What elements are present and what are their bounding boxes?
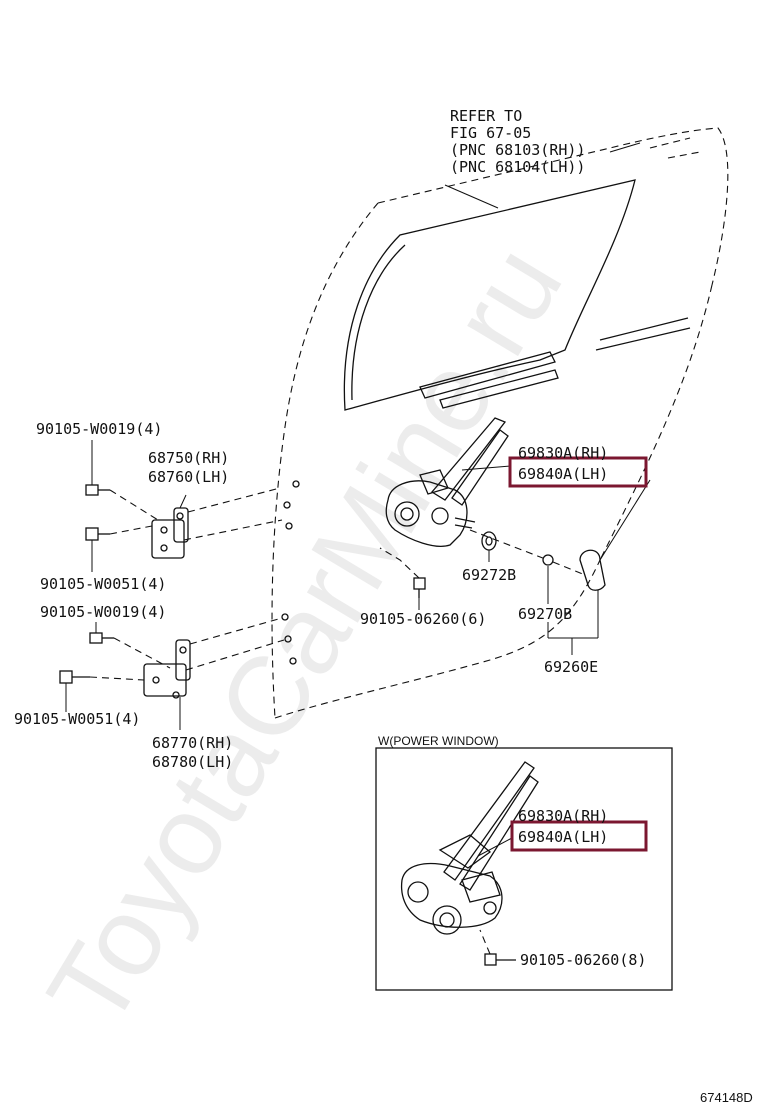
inset-title: W(POWER WINDOW) [378,734,499,748]
leader-lines [65,142,641,730]
watermark: ToyotaCarMine.ru [23,225,585,1047]
label-hinge-lower-lh[interactable]: 68780(LH) [152,753,233,771]
label-regulator-rh[interactable]: 69830A(RH) [518,444,608,462]
door-panel-holes [281,480,300,665]
inset-bolt-part [479,929,516,966]
upper-hinge [151,507,189,559]
label-hinge-lower-rh[interactable]: 68770(RH) [152,734,233,752]
washer-part [481,531,497,551]
label-inset-bolt[interactable]: 90105-06260(8) [520,951,646,969]
label-regulator-lh[interactable]: 69840A(LH) [518,465,608,483]
label-handle-knob[interactable]: 69270B [518,605,572,623]
door-glass [343,179,691,411]
diagram-id: 674148D [700,1090,753,1105]
label-hinge-upper-lh[interactable]: 68760(LH) [148,468,229,486]
lower-hinge [143,639,191,699]
label-washer[interactable]: 69272B [462,566,516,584]
label-bolt-upper-hinge-bottom[interactable]: 90105-W0051(4) [40,575,166,593]
refer-line-2: FIG 67-05 [450,124,531,142]
highlight-box-inset [510,820,648,852]
highlight-box-main [508,456,648,488]
label-hinge-upper-rh[interactable]: 68750(RH) [148,449,229,467]
refer-line-1: REFER TO [450,107,522,125]
manual-window-regulator [385,417,509,547]
label-bolt-lower-hinge-bottom[interactable]: 90105-W0051(4) [14,710,140,728]
label-inset-regulator-rh[interactable]: 69830A(RH) [518,807,608,825]
power-window-regulator [400,761,539,935]
door-outline [271,127,729,719]
regulator-bolt-part [379,529,549,598]
label-inset-regulator-lh[interactable]: 69840A(LH) [518,828,608,846]
inset-leader [477,837,513,857]
refer-line-4: (PNC 68104(LH)) [450,158,585,176]
label-regulator-bolt[interactable]: 90105-06260(6) [360,610,486,628]
label-bolt-upper-hinge-top[interactable]: 90105-W0019(4) [36,420,162,438]
label-bolt-lower-hinge-top[interactable]: 90105-W0019(4) [40,603,166,621]
window-handle-part [542,479,651,591]
inset-box [375,747,673,991]
refer-line-3: (PNC 68103(RH)) [450,141,585,159]
label-handle-assy[interactable]: 69260E [544,658,598,676]
